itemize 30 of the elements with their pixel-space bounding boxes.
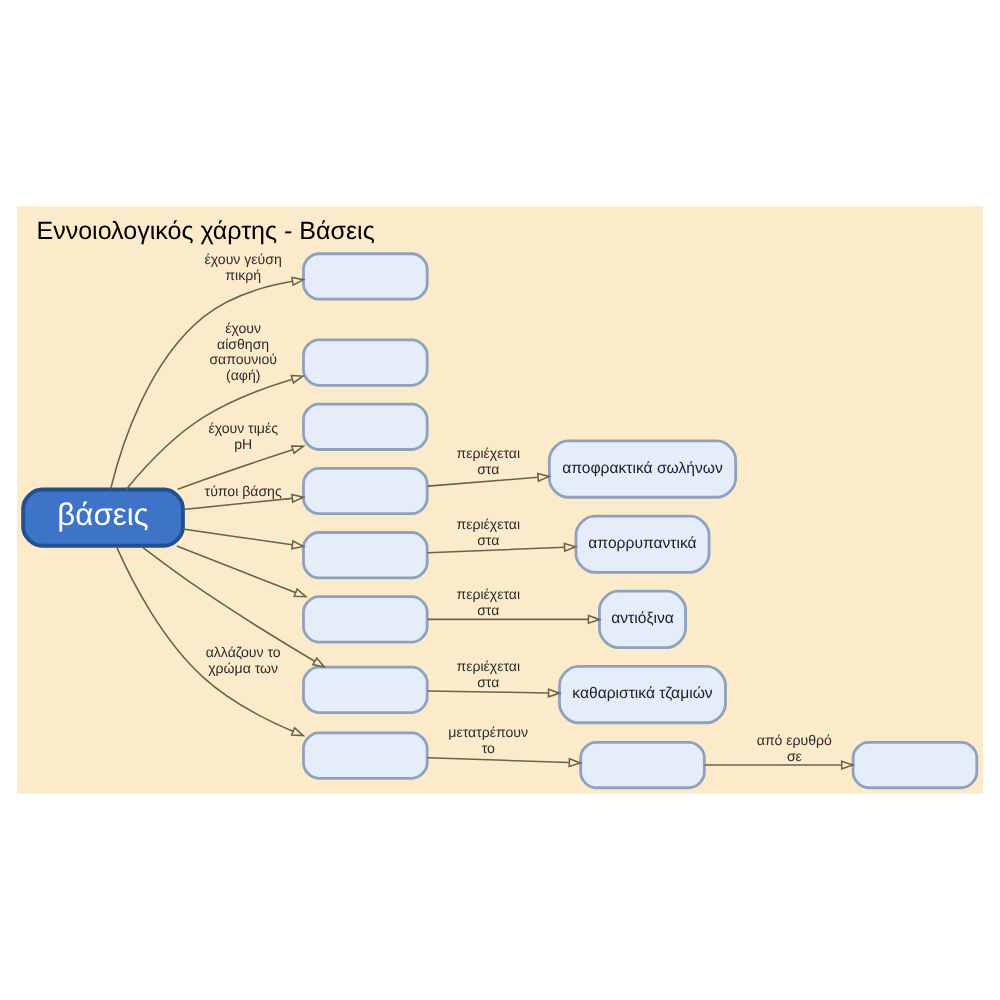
arrow xyxy=(426,688,562,698)
node-box xyxy=(302,402,429,451)
arrow xyxy=(426,542,578,554)
arrow xyxy=(176,445,306,491)
node-box xyxy=(302,665,429,714)
arrow xyxy=(703,760,856,770)
node-box: αντιόξινα xyxy=(598,589,687,649)
arrow xyxy=(426,472,552,487)
node-box xyxy=(579,740,706,790)
node-box xyxy=(302,252,429,301)
node-box xyxy=(302,338,429,387)
node-box xyxy=(851,740,979,790)
arrow xyxy=(426,756,583,768)
arrow xyxy=(115,545,306,737)
arrow xyxy=(125,374,306,491)
node-box: απορρυπαντικά xyxy=(574,514,711,574)
arrow xyxy=(176,545,309,598)
node-box: καθαριστικά τζαμιών xyxy=(558,664,727,725)
node-box xyxy=(302,595,429,644)
node-box: αποφρακτικά σωλήνων xyxy=(547,439,738,499)
node-box: βάσεις xyxy=(21,487,185,548)
arrow xyxy=(426,614,602,625)
node-box xyxy=(302,466,429,516)
node-box xyxy=(302,531,429,580)
arrow xyxy=(109,276,306,490)
node-box xyxy=(302,731,429,780)
arrow xyxy=(140,545,327,669)
arrow xyxy=(182,493,306,511)
diagram-title: Εννοιολογικός χάρτης - Βάσεις xyxy=(36,216,375,245)
arrow xyxy=(182,528,306,550)
